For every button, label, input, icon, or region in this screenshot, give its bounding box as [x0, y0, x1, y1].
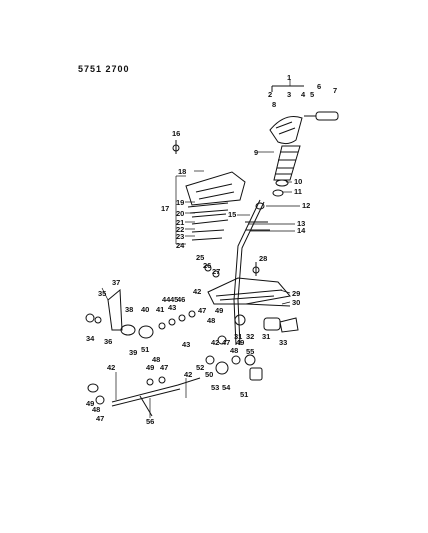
callout-49a: 49 — [215, 306, 223, 315]
small-parts — [85, 140, 299, 405]
callout-37: 37 — [112, 278, 120, 287]
callout-48d: 48 — [92, 405, 100, 414]
callout-47a: 47 — [198, 306, 206, 315]
callout-50: 50 — [205, 370, 213, 379]
callout-39: 39 — [129, 348, 137, 357]
callout-42a: 42 — [193, 287, 201, 296]
callout-19: 19 — [176, 198, 184, 207]
base-housing — [207, 277, 291, 307]
callout-40: 40 — [141, 305, 149, 314]
callout-51a: 51 — [141, 345, 149, 354]
leader-lines — [101, 80, 300, 418]
callout-43b: 43 — [182, 340, 190, 349]
shift-knob-assembly — [269, 85, 339, 145]
callout-47c: 47 — [160, 363, 168, 372]
callout-20: 20 — [176, 209, 184, 218]
callout-48a: 48 — [207, 316, 215, 325]
callout-15: 15 — [228, 210, 236, 219]
callout-9: 9 — [254, 148, 258, 157]
callout-43a: 43 — [168, 303, 176, 312]
callout-31a: 31 — [234, 332, 242, 341]
callout-30: 30 — [292, 298, 300, 307]
callout-1: 1 — [287, 73, 291, 82]
shift-boot — [272, 145, 301, 197]
callout-27: 27 — [212, 267, 220, 276]
callout-24: 24 — [176, 241, 185, 250]
callout-48b: 48 — [230, 346, 238, 355]
callout-34: 34 — [86, 334, 95, 343]
callout-18: 18 — [178, 167, 186, 176]
callout-52: 52 — [196, 363, 204, 372]
callout-42c: 42 — [107, 363, 115, 372]
callout-8: 8 — [272, 100, 276, 109]
cover-plate — [185, 171, 246, 241]
callout-16: 16 — [172, 129, 180, 138]
callout-49b: 49 — [236, 338, 244, 347]
callout-46: 46 — [177, 295, 185, 304]
callout-12: 12 — [302, 201, 310, 210]
callout-47d: 47 — [96, 414, 104, 423]
callout-42d: 42 — [184, 370, 192, 379]
callout-35: 35 — [98, 289, 106, 298]
callout-49d: 49 — [86, 399, 94, 408]
callout-51b: 51 — [240, 390, 248, 399]
callout-47b: 47 — [222, 338, 230, 347]
callout-36: 36 — [104, 337, 112, 346]
callout-11: 11 — [294, 187, 302, 196]
callout-56: 56 — [146, 417, 154, 426]
part-code-label: 5751 2700 — [78, 64, 130, 74]
callout-28: 28 — [259, 254, 267, 263]
callout-54: 54 — [222, 383, 231, 392]
cable-rod — [111, 377, 201, 417]
callout-42b: 42 — [211, 338, 219, 347]
callout-3: 3 — [287, 90, 291, 99]
callout-17: 17 — [161, 204, 169, 213]
callout-38: 38 — [125, 305, 133, 314]
callout-31b: 31 — [262, 332, 270, 341]
callout-55: 55 — [246, 347, 254, 356]
callout-41: 41 — [156, 305, 164, 314]
callout-32: 32 — [246, 332, 254, 341]
callout-2: 2 — [268, 90, 272, 99]
callout-6: 6 — [317, 82, 321, 91]
callout-5: 5 — [310, 90, 314, 99]
callout-22: 22 — [176, 225, 184, 234]
callout-49c: 49 — [146, 363, 154, 372]
callout-21: 21 — [176, 218, 184, 227]
callout-23: 23 — [176, 232, 184, 241]
callout-48c: 48 — [152, 355, 160, 364]
callout-14: 14 — [297, 226, 306, 235]
callout-45: 45 — [170, 295, 178, 304]
callout-29: 29 — [292, 289, 300, 298]
callout-10: 10 — [294, 177, 302, 186]
callout-13: 13 — [297, 219, 305, 228]
callout-7: 7 — [333, 86, 337, 95]
callout-33: 33 — [279, 338, 287, 347]
callout-4: 4 — [301, 90, 306, 99]
shift-lever-shaft — [233, 199, 270, 346]
callout-26: 26 — [203, 261, 211, 270]
callout-44: 44 — [162, 295, 171, 304]
callout-25: 25 — [196, 253, 204, 262]
callout-labels: 1 2 3 4 5 6 7 8 9 10 11 12 13 14 15 16 1… — [86, 73, 337, 426]
callout-53: 53 — [211, 383, 219, 392]
